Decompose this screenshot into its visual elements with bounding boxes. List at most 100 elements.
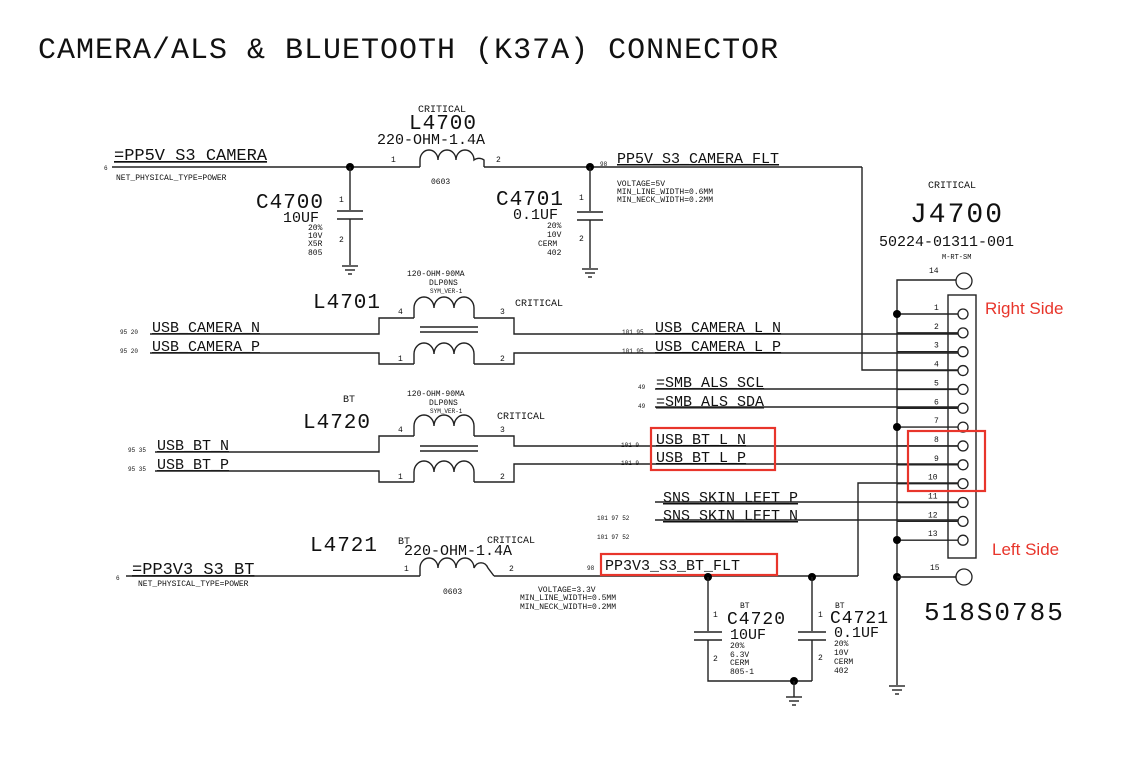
wire — [474, 435, 958, 447]
net-label-usb-bt-l-n[interactable]: USB_BT_L_N — [656, 432, 746, 449]
pin-number: 8 — [934, 436, 939, 445]
wire — [474, 317, 958, 335]
junction-dot — [893, 536, 901, 544]
net-label-pp3v3-s3-bt[interactable]: =PP3V3_S3_BT — [132, 561, 254, 580]
net-label-pp5v-s3-camera-flt[interactable]: PP5V_S3_CAMERA_FLT — [617, 151, 779, 168]
c4700-dielectric: X5R — [308, 240, 323, 249]
pin-number: 7 — [934, 417, 939, 426]
net-label-sns-skin-left-n[interactable]: SNS_SKIN_LEFT_N — [663, 508, 798, 525]
c4701-package: 402 — [547, 249, 562, 258]
net-page-ref: 98 — [587, 565, 595, 572]
l4700-value: 220-OHM-1.4A — [377, 132, 485, 149]
connector-pin-10[interactable] — [957, 477, 969, 490]
connector-pin-3[interactable] — [957, 346, 969, 358]
inductor-coil — [419, 149, 485, 167]
connector-pin-1[interactable] — [957, 308, 969, 320]
l4721-ref: L4721 — [310, 535, 378, 558]
net-label-smb-als-scl[interactable]: =SMB_ALS_SCL — [656, 375, 764, 392]
pin-number: 11 — [928, 493, 938, 502]
c4720-dielectric: CERM — [730, 659, 749, 668]
net-label-usb-bt-p[interactable]: USB_BT_P — [157, 457, 229, 474]
pin-number: 14 — [929, 267, 939, 276]
pin-number: 4 — [934, 361, 939, 370]
pin-number: 2 — [579, 235, 584, 244]
c4721-package: 402 — [834, 667, 849, 676]
pin-number: 12 — [928, 511, 938, 520]
wire — [150, 352, 414, 365]
connector-pin-11[interactable] — [957, 496, 969, 509]
sns-section: 101 97 52 SNS_SKIN_LEFT_P 101 97 52 SNS_… — [597, 490, 958, 541]
net-label-usb-bt-l-p[interactable]: USB_BT_L_P — [656, 450, 746, 467]
connector-pin-7[interactable] — [957, 421, 969, 433]
highlight-box-usb-bt-l — [649, 426, 777, 472]
net-label-sns-skin-left-p[interactable]: SNS_SKIN_LEFT_P — [663, 490, 798, 507]
net-constraint: MIN_NECK_WIDTH=0.2MM — [520, 603, 616, 612]
net-page-ref: 6 — [104, 165, 108, 172]
net-page-ref: 6 — [116, 575, 120, 582]
l4721-value: 220-OHM-1.4A — [404, 543, 512, 560]
net-page-ref: 95 20 — [120, 329, 138, 336]
pin-number: 1 — [398, 355, 403, 364]
connector-pin-14[interactable] — [955, 272, 973, 290]
wire — [707, 640, 812, 682]
net-constraint: MIN_LINE_WIDTH=0.6MM — [617, 188, 713, 197]
junction-dot — [893, 423, 901, 431]
wire — [474, 352, 958, 365]
connector-pin-5[interactable] — [957, 383, 969, 396]
pin-number: 9 — [934, 455, 939, 464]
c4721-tolerance: 20% — [834, 640, 849, 649]
c4721-ref: C4721 — [830, 609, 889, 629]
wire — [474, 463, 958, 483]
pin-number: 3 — [934, 342, 939, 351]
connector-pin-8[interactable] — [957, 440, 969, 452]
net-label-pp5v-s3-camera[interactable]: =PP5V_S3_CAMERA — [114, 147, 268, 166]
net-page-ref: 101 9 — [621, 460, 639, 467]
j4700-ref: J4700 — [910, 200, 1004, 231]
net-attribute: NET_PHYSICAL_TYPE=POWER — [138, 580, 249, 589]
net-label-usb-camera-l-n[interactable]: USB_CAMERA_L_N — [655, 320, 781, 337]
net-attribute: NET_PHYSICAL_TYPE=POWER — [116, 174, 227, 183]
net-label-smb-als-sda[interactable]: =SMB_ALS_SDA — [656, 394, 764, 411]
pin-number: 1 — [579, 194, 584, 203]
connector-pin-9[interactable] — [957, 459, 969, 471]
connector-pin-2[interactable] — [957, 327, 969, 339]
bt-power-section: 6 =PP3V3_S3_BT NET_PHYSICAL_TYPE=POWER L… — [116, 482, 958, 706]
connector-pin-12[interactable] — [957, 515, 969, 527]
inductor-coil — [413, 342, 475, 364]
highlight-box-pins-8-10 — [906, 429, 987, 493]
wire — [150, 317, 414, 335]
connector-pin-15[interactable] — [955, 568, 973, 586]
net-label-usb-camera-p[interactable]: USB_CAMERA_P — [152, 339, 260, 356]
net-page-ref: 95 35 — [128, 466, 146, 473]
j4700-part-number: 50224-01311-001 — [879, 234, 1014, 251]
pin-number: 5 — [934, 379, 939, 388]
net-constraint: MIN_LINE_WIDTH=0.5MM — [520, 594, 616, 603]
net-label-usb-camera-n[interactable]: USB_CAMERA_N — [152, 320, 260, 337]
net-label-pp3v3-s3-bt-flt[interactable]: PP3V3_S3_BT_FLT — [605, 558, 740, 575]
net-label-usb-bt-n[interactable]: USB_BT_N — [157, 438, 229, 455]
pin-number: 1 — [713, 611, 718, 620]
net-label-usb-camera-l-p[interactable]: USB_CAMERA_L_P — [655, 339, 781, 356]
ground-icon — [582, 268, 598, 278]
c4701-dielectric: CERM — [538, 240, 557, 249]
c4720-package: 805-1 — [730, 668, 754, 677]
c4720-value: 10UF — [730, 627, 766, 644]
junction-dot — [893, 310, 901, 318]
l4720-value: 120-OHM-90MA — [407, 390, 465, 399]
net-page-ref: 101 95 — [622, 329, 644, 336]
right-side-label: Right Side — [985, 299, 1063, 318]
connector-pin-4[interactable] — [957, 364, 969, 377]
c4701-ref: C4701 — [496, 189, 564, 212]
connector-pin-6[interactable] — [957, 402, 969, 414]
l4700-critical: CRITICAL — [418, 105, 466, 116]
c4721-voltage: 10V — [834, 649, 849, 658]
connector-pin-13[interactable] — [957, 534, 969, 546]
inductor-coil — [413, 414, 475, 436]
net-page-ref: 101 95 — [622, 348, 644, 355]
smb-section: 49 =SMB_ALS_SCL 49 =SMB_ALS_SDA — [638, 375, 958, 411]
net-page-ref: 101 97 52 — [597, 515, 630, 522]
wire — [155, 470, 414, 483]
c4720-bt: BT — [740, 602, 750, 611]
c4721-bt: BT — [835, 602, 845, 611]
